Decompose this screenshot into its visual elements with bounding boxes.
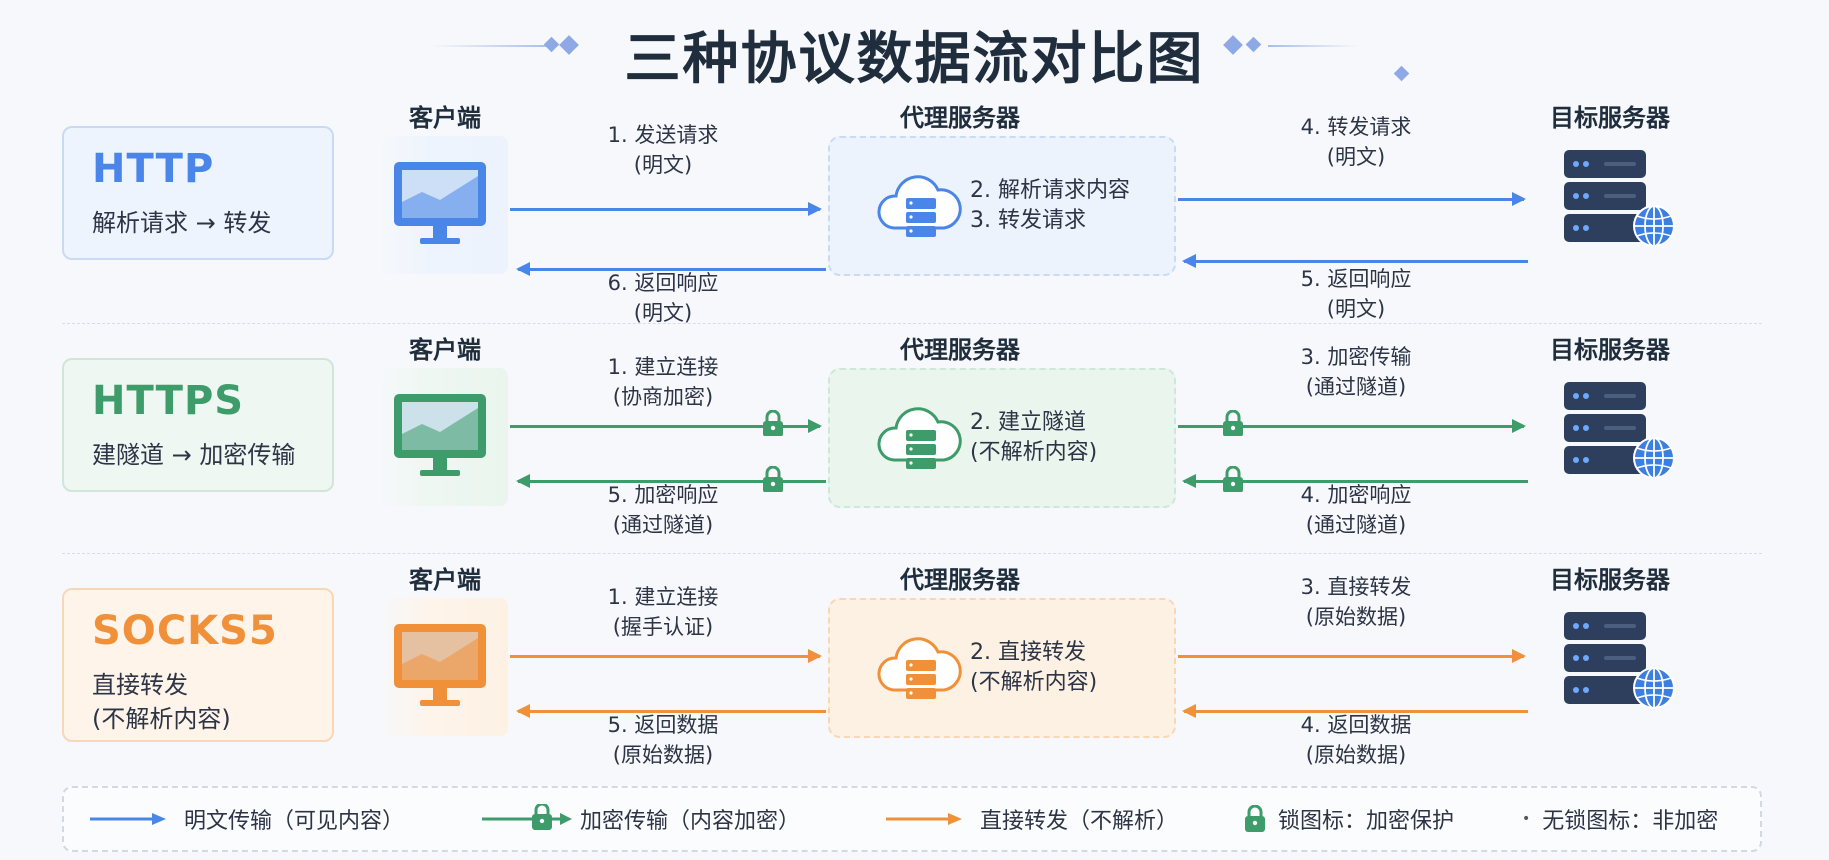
cloud-server-icon xyxy=(877,637,962,699)
legend-encrypted: 加密传输（内容加密） xyxy=(482,788,800,850)
legend-lock: 锁图标：加密保护 xyxy=(1244,788,1454,850)
arrow-proxy-to-target xyxy=(1178,649,1526,663)
msg-target-to-proxy: 4. 加密响应 (通过隧道) xyxy=(1300,483,1412,537)
proxy-server-box: 2. 解析请求内容 3. 转发请求 xyxy=(828,136,1176,276)
msg-proxy-to-client: 5. 返回数据 (原始数据) xyxy=(607,713,719,767)
server-rack-icon xyxy=(1564,150,1646,242)
legend-direct-label: 直接转发（不解析） xyxy=(980,809,1179,834)
cloud-server-icon xyxy=(877,175,962,237)
protocol-name: HTTPS xyxy=(92,378,245,424)
globe-icon xyxy=(1633,437,1675,479)
column-label-target: 目标服务器 xyxy=(1550,104,1670,132)
target-server xyxy=(1558,146,1678,256)
legend-nolock-label: 无锁图标：非加密 xyxy=(1542,809,1719,834)
lock-icon xyxy=(1245,805,1265,832)
lock-icon xyxy=(763,410,783,436)
msg-client-to-proxy: 1. 建立连接 (握手认证) xyxy=(607,585,719,639)
green-arrow-lock-icon xyxy=(482,804,572,830)
protocol-card: HTTPS 建隧道 → 加密传输 xyxy=(62,358,334,492)
legend-lock-label: 锁图标：加密保护 xyxy=(1278,809,1455,834)
server-rack-icon xyxy=(1564,612,1646,704)
arrow-client-to-proxy xyxy=(510,202,822,216)
proxy-server-text: 2. 直接转发 (不解析内容) xyxy=(970,640,1098,695)
column-label-target: 目标服务器 xyxy=(1550,336,1670,364)
legend-encrypted-label: 加密传输（内容加密） xyxy=(580,809,801,834)
protocol-card: SOCKS5 直接转发 (不解析内容) xyxy=(62,588,334,742)
server-rack-icon xyxy=(1564,382,1646,474)
column-label-proxy: 代理服务器 xyxy=(900,566,1020,594)
msg-proxy-to-client: 6. 返回响应 (明文) xyxy=(607,271,719,325)
column-label-client: 客户端 xyxy=(409,566,481,594)
protocol-card: HTTP 解析请求 → 转发 xyxy=(62,126,334,260)
arrow-proxy-to-client xyxy=(516,474,826,488)
legend-plain: 明文传输（可见内容） xyxy=(90,788,404,850)
protocol-name: SOCKS5 xyxy=(92,608,278,654)
cloud-server-icon xyxy=(877,407,962,469)
page-title: 三种协议数据流对比图 xyxy=(624,27,1205,92)
msg-proxy-to-target: 3. 直接转发 (原始数据) xyxy=(1300,575,1412,629)
orange-arrow-icon xyxy=(886,813,962,825)
legend-nolock: • 无锁图标：非加密 xyxy=(1522,788,1718,850)
blue-arrow-icon xyxy=(90,813,166,825)
arrow-proxy-to-client xyxy=(516,262,826,276)
msg-proxy-to-target: 3. 加密传输 (通过隧道) xyxy=(1300,345,1412,399)
client-computer xyxy=(378,368,508,506)
lock-icon xyxy=(763,466,783,492)
column-label-client: 客户端 xyxy=(409,104,481,132)
arrow-target-to-proxy xyxy=(1182,474,1528,488)
arrow-target-to-proxy xyxy=(1182,704,1528,718)
protocol-description: 建隧道 → 加密传输 xyxy=(92,441,296,469)
client-computer xyxy=(378,136,508,274)
globe-icon xyxy=(1633,667,1675,709)
legend: 明文传输（可见内容） 加密传输（内容加密） 直接转发（不解析） 锁图标：加密保护… xyxy=(62,786,1762,852)
monitor-icon xyxy=(394,162,486,244)
arrow-target-to-proxy xyxy=(1182,254,1528,268)
row-separator xyxy=(62,323,1762,324)
arrow-proxy-to-target xyxy=(1178,419,1526,433)
row-separator xyxy=(62,553,1762,554)
monitor-icon xyxy=(394,394,486,476)
column-label-proxy: 代理服务器 xyxy=(900,336,1020,364)
lock-icon xyxy=(1223,466,1243,492)
legend-plain-label: 明文传输（可见内容） xyxy=(184,809,405,834)
msg-target-to-proxy: 5. 返回响应 (明文) xyxy=(1300,267,1412,321)
arrow-proxy-to-target xyxy=(1178,192,1526,206)
dot-icon: • xyxy=(1522,811,1531,827)
arrow-proxy-to-client xyxy=(516,704,826,718)
proxy-server-text: 2. 建立隧道 (不解析内容) xyxy=(970,410,1098,465)
lock-icon xyxy=(1223,410,1243,436)
protocol-description: 解析请求 → 转发 xyxy=(92,209,272,237)
msg-proxy-to-target: 4. 转发请求 (明文) xyxy=(1300,115,1412,169)
target-server xyxy=(1558,608,1678,718)
column-label-client: 客户端 xyxy=(409,336,481,364)
column-label-proxy: 代理服务器 xyxy=(900,104,1020,132)
globe-icon xyxy=(1633,205,1675,247)
legend-direct: 直接转发（不解析） xyxy=(886,788,1178,850)
msg-client-to-proxy: 1. 发送请求 (明文) xyxy=(607,123,719,177)
arrow-client-to-proxy xyxy=(510,649,822,663)
proxy-server-text: 2. 解析请求内容 3. 转发请求 xyxy=(970,178,1130,233)
protocol-name: HTTP xyxy=(92,146,215,192)
column-label-target: 目标服务器 xyxy=(1550,566,1670,594)
proxy-server-box: 2. 建立隧道 (不解析内容) xyxy=(828,368,1176,508)
target-server xyxy=(1558,378,1678,488)
msg-client-to-proxy: 1. 建立连接 (协商加密) xyxy=(607,355,719,409)
arrow-client-to-proxy xyxy=(510,419,822,433)
proxy-server-box: 2. 直接转发 (不解析内容) xyxy=(828,598,1176,738)
client-computer xyxy=(378,598,508,736)
msg-proxy-to-client: 5. 加密响应 (通过隧道) xyxy=(607,483,719,537)
msg-target-to-proxy: 4. 返回数据 (原始数据) xyxy=(1300,713,1412,767)
monitor-icon xyxy=(394,624,486,706)
protocol-description: 直接转发 (不解析内容) xyxy=(92,671,231,733)
